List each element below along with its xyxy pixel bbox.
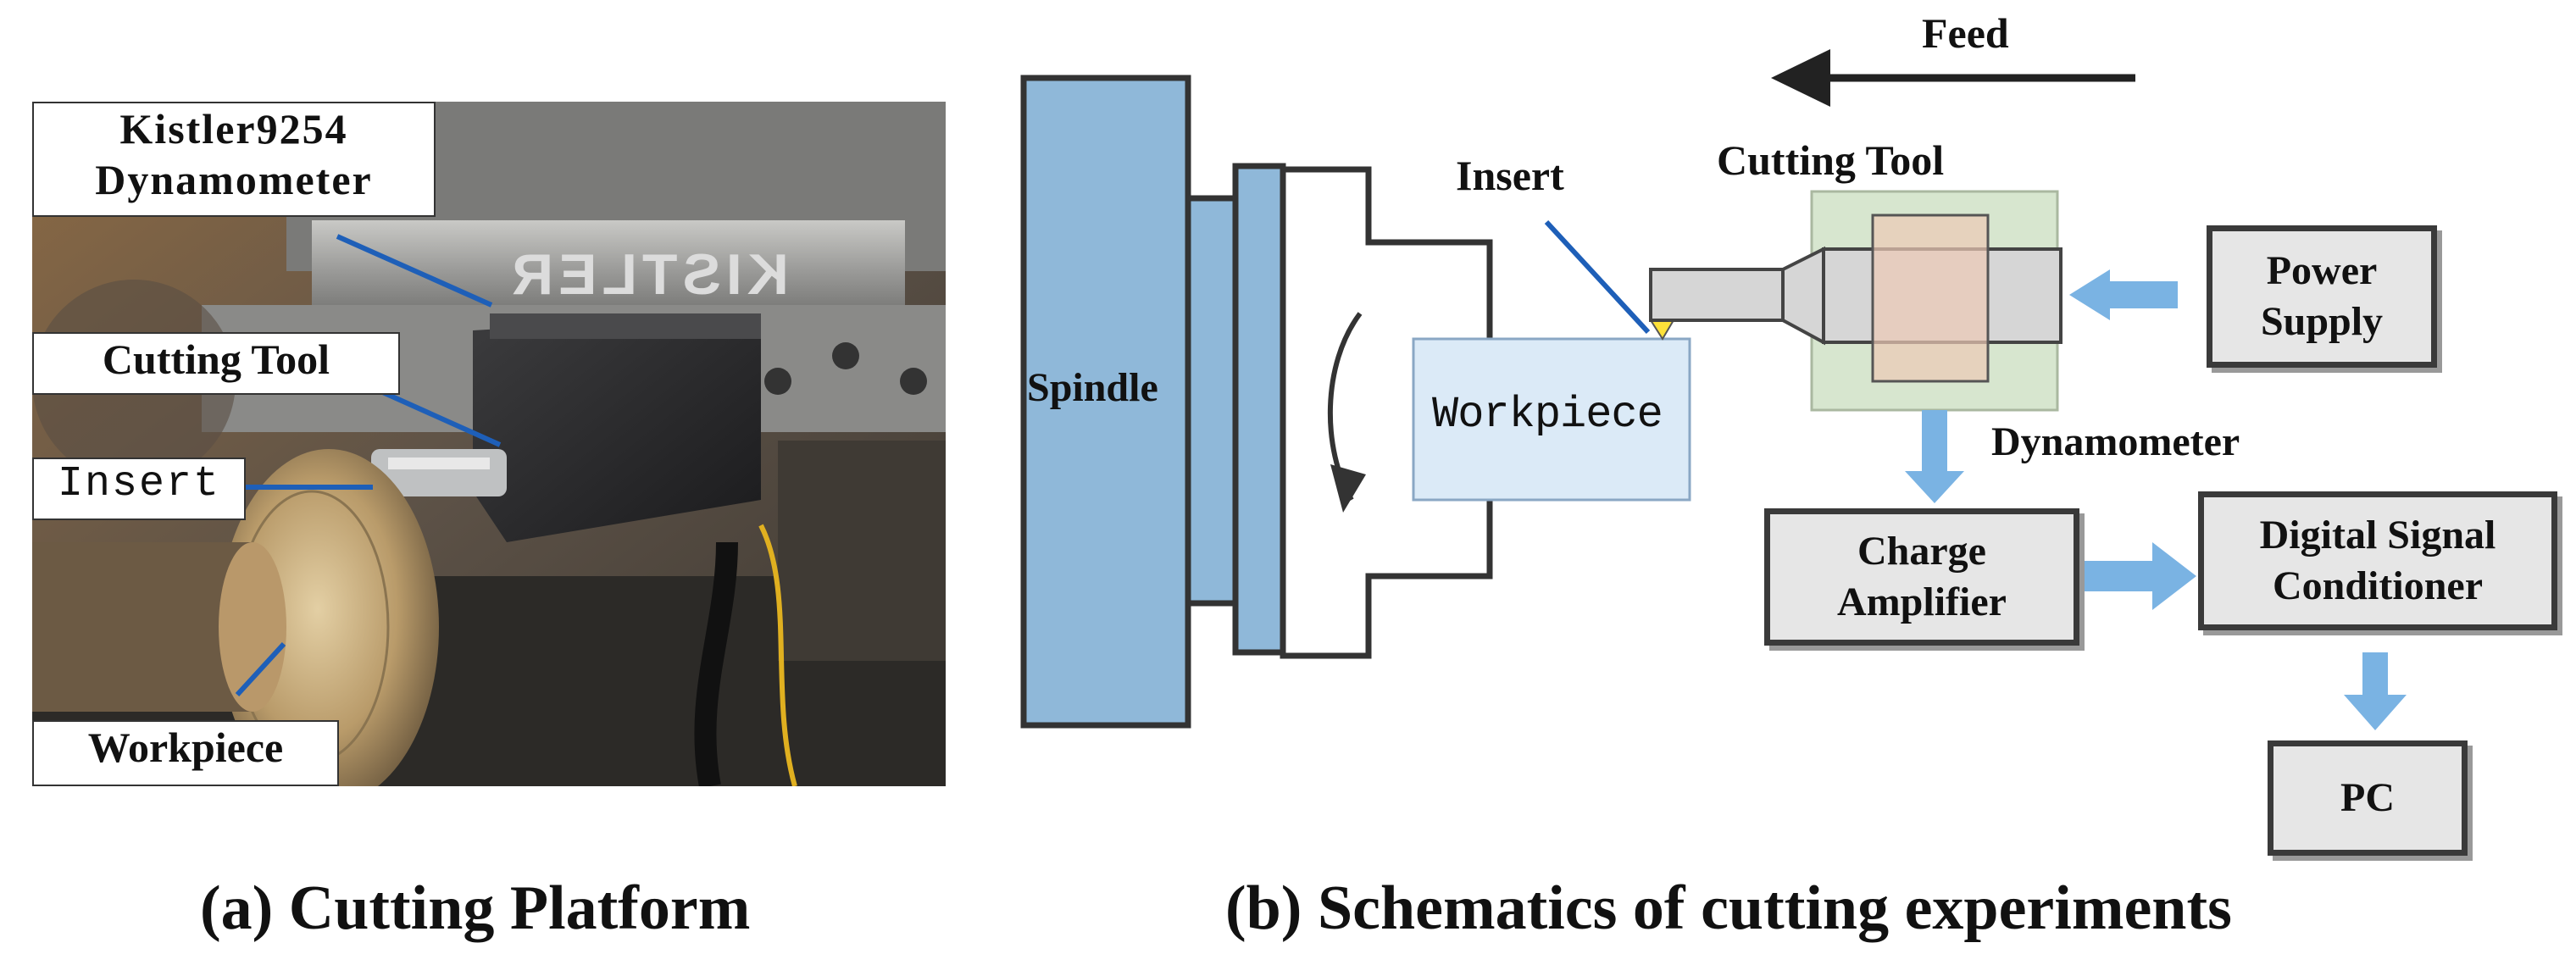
insert-label: Insert [32,458,246,520]
spindle-body [1020,75,1191,729]
feed-label: Feed [1922,9,2009,57]
tool-shank [1649,268,1785,322]
caption-b: (b) Schematics of cutting experiments [1225,873,2232,943]
feed-arrow-head [1771,49,1830,107]
rotation-arrow-head [1330,464,1366,513]
cutting-tool-label-b: Cutting Tool [1717,136,1945,184]
arrow-conditioner-to-pc [2344,652,2407,730]
spindle-label: Spindle [1027,365,1158,410]
dynamometer-callout-line [336,234,493,308]
arrow-amp-to-conditioner [2085,542,2196,610]
insert-label-b: Insert [1456,152,1564,199]
spindle-flange-1 [1185,195,1239,607]
cutting-tool-label: Cutting Tool [32,332,400,395]
arrow-dyn-to-amp [1905,410,1964,503]
arrow-power-to-tool [2069,269,2178,320]
dynamometer-sensor [1871,214,1990,383]
dynamometer-label-b: Dynamometer [1991,419,2240,464]
signal-conditioner-box: Digital Signal Conditioner [2198,491,2557,630]
workpiece-callout-line [235,641,286,697]
insert-callout-line-b [1544,219,1651,335]
dynamometer-label: Kistler9254 Dynamometer [32,102,436,217]
power-supply-box: Power Supply [2207,225,2437,368]
workpiece-label: Workpiece [32,720,339,786]
caption-a: (a) Cutting Platform [200,873,751,943]
tool-taper [1781,246,1825,346]
insert-tip [1649,319,1675,341]
workpiece-block [1412,337,1691,502]
spindle-flange-2 [1232,163,1286,656]
workpiece-label-b: Workpiece [1432,390,1663,440]
cutting-tool-callout-line [375,387,502,447]
chuck-outline [1280,166,1493,659]
pc-box: PC [2268,740,2468,856]
charge-amplifier-box: Charge Amplifier [1764,508,2079,646]
